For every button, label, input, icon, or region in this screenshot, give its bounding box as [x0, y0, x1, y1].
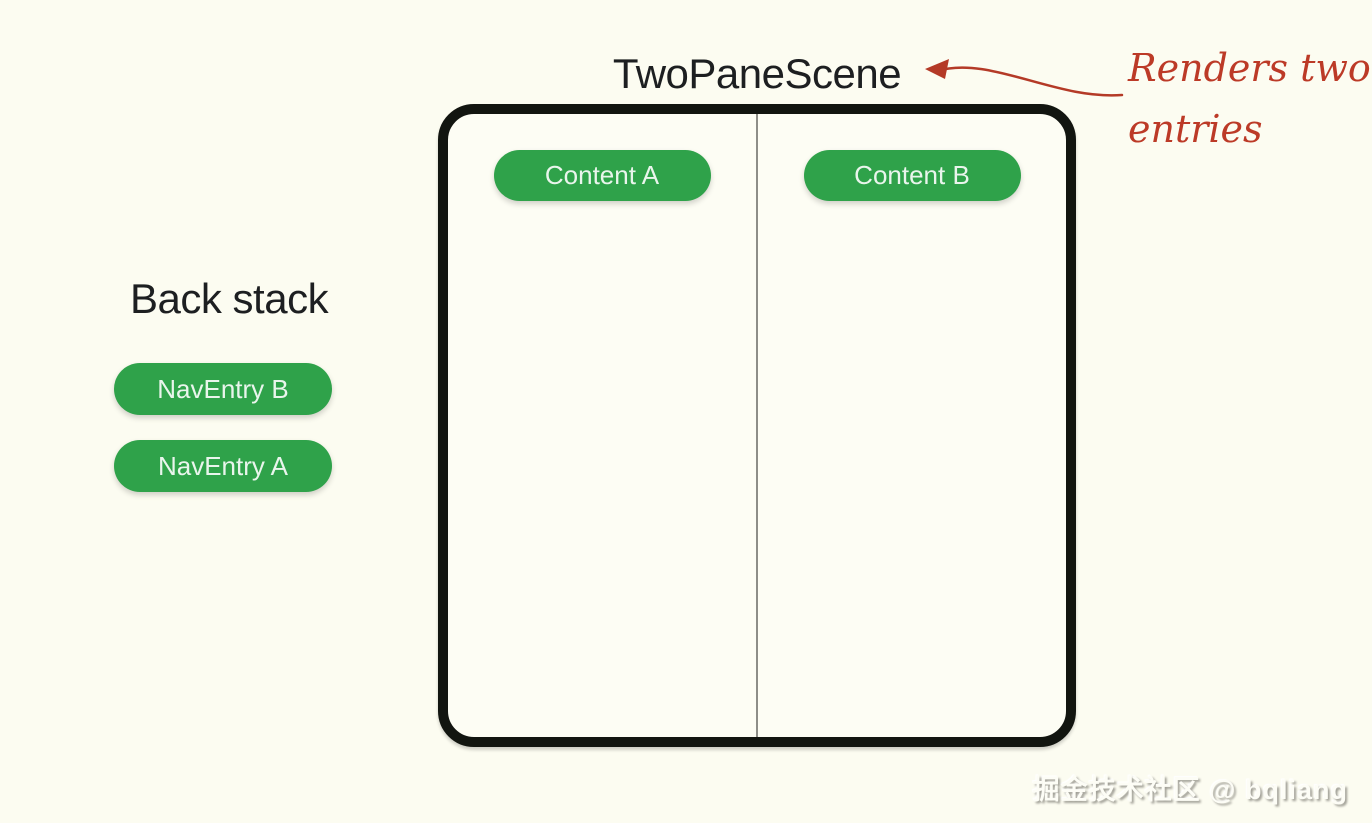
annotation-line-1: Renders two [1128, 46, 1371, 90]
pane-a: Content A [448, 114, 756, 737]
annotation-arrow-icon [925, 59, 1124, 97]
fold-divider [756, 114, 758, 737]
content-b-pill: Content B [803, 150, 1021, 201]
nav-entry-b-pill: NavEntry B [114, 363, 332, 415]
content-a-pill: Content A [493, 150, 711, 201]
annotation-line-2: entries [1128, 107, 1263, 151]
nav-entry-a-pill: NavEntry A [114, 440, 332, 492]
pane-b: Content B [758, 114, 1066, 737]
annotation-text: Renders two entries [1128, 38, 1371, 160]
back-stack-label: Back stack [130, 275, 329, 322]
device-frame: Content A Content B [438, 104, 1076, 747]
diagram-title: TwoPaneScene [612, 50, 902, 97]
watermark: 掘金技术社区 @ bqliang [1032, 775, 1348, 805]
